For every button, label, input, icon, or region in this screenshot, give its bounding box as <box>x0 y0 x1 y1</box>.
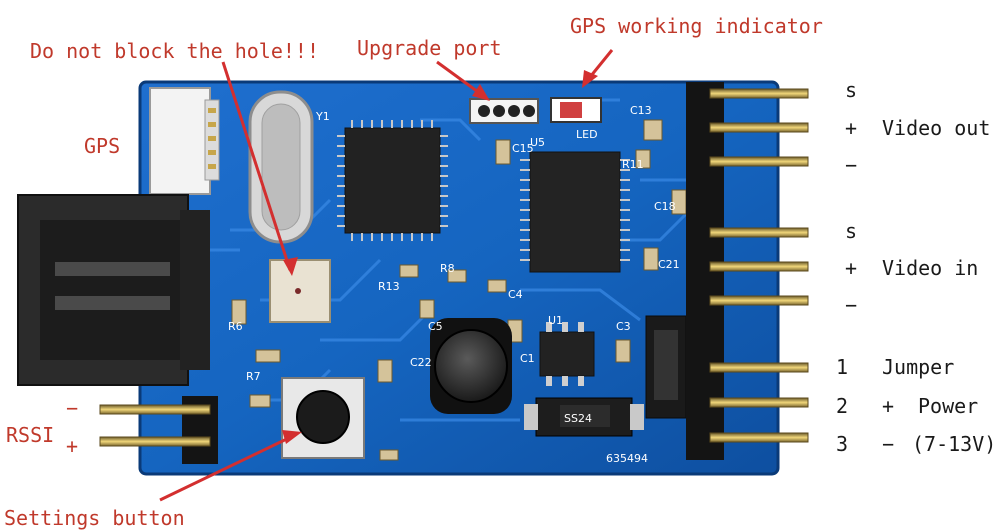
silk-c4: C4 <box>508 288 523 301</box>
power-pin-1-num: 1 <box>836 355 849 379</box>
upgrade-port-pads <box>469 98 539 124</box>
arrow-settings-button <box>159 433 296 502</box>
power-pin-3-num: 3 <box>836 432 849 456</box>
gps-connector <box>149 87 220 195</box>
silk-c15: C15 <box>512 142 534 155</box>
arrowhead-gps-indicator <box>582 70 598 88</box>
gps-indicator-label: GPS working indicator <box>570 14 823 38</box>
silk-y1: Y1 <box>315 110 330 123</box>
silk-u1: U1 <box>548 314 563 327</box>
smd-components <box>231 119 687 461</box>
video-out-minus: − <box>845 153 858 177</box>
video-in-plus: + <box>845 256 858 280</box>
inductor <box>430 318 512 414</box>
power-pin-3-sign: − <box>882 432 895 456</box>
crystal-y1 <box>248 90 314 244</box>
silk-u5: U5 <box>530 136 545 149</box>
arrowhead-do-not-block <box>283 257 298 276</box>
silk-r7: R7 <box>246 370 261 383</box>
silk-c18: C18 <box>654 200 676 213</box>
arrow-do-not-block <box>221 61 292 271</box>
rssi-pins <box>99 396 218 464</box>
video-in-s: s <box>845 219 858 243</box>
upgrade-port-label: Upgrade port <box>357 36 502 60</box>
power-pin-2-sign: + <box>882 394 895 418</box>
silk-c22: C22 <box>410 356 432 369</box>
silk-r13: R13 <box>378 280 400 293</box>
side-connector <box>17 194 210 386</box>
pressure-sensor <box>269 259 331 323</box>
rssi-label: RSSI <box>6 423 55 447</box>
silk-c5: C5 <box>428 320 443 333</box>
power-pin-1-label: Jumper <box>882 355 955 379</box>
power-pin-3-label: (7-13V) <box>912 432 997 456</box>
annotation-arrows <box>159 49 614 502</box>
silk-r11: R11 <box>622 158 644 171</box>
mcu-chip <box>337 120 448 241</box>
silkscreen-text: Y1 U5 LED C13 C15 R11 C18 C21 R8 R13 C4 … <box>228 104 680 465</box>
silk-c1: C1 <box>520 352 535 365</box>
power-pin-2-label: Power <box>918 394 979 418</box>
silk-led: LED <box>576 128 598 141</box>
silk-c13: C13 <box>630 104 652 117</box>
power-pin-2-num: 2 <box>836 394 849 418</box>
do-not-block-label: Do not block the hole!!! <box>30 39 319 63</box>
silk-diode: SS24 <box>564 412 592 425</box>
rssi-minus-label: − <box>66 396 79 420</box>
silk-r8: R8 <box>440 262 455 275</box>
video-in-minus: − <box>845 293 858 317</box>
arrowhead-settings-button <box>282 430 302 444</box>
settings-button-label: Settings button <box>4 506 185 530</box>
video-out-s: s <box>845 78 858 102</box>
u1-chip <box>539 322 595 386</box>
rssi-plus-label: + <box>66 434 79 458</box>
silk-c3: C3 <box>616 320 631 333</box>
settings-button-part <box>281 377 365 459</box>
gps-led <box>550 97 602 123</box>
diode <box>524 397 644 437</box>
video-out-plus: + <box>845 116 858 140</box>
arrowhead-upgrade-port <box>472 84 490 101</box>
silk-c21: C21 <box>658 258 680 271</box>
video-out-label: Video out <box>882 116 991 140</box>
u5-chip <box>520 151 630 273</box>
silk-r6: R6 <box>228 320 243 333</box>
gps-label: GPS <box>84 134 121 158</box>
video-in-label: Video in <box>882 256 979 280</box>
silk-serial: 635494 <box>606 452 648 465</box>
right-pin-header <box>686 82 809 460</box>
capacitor-block <box>645 315 687 419</box>
